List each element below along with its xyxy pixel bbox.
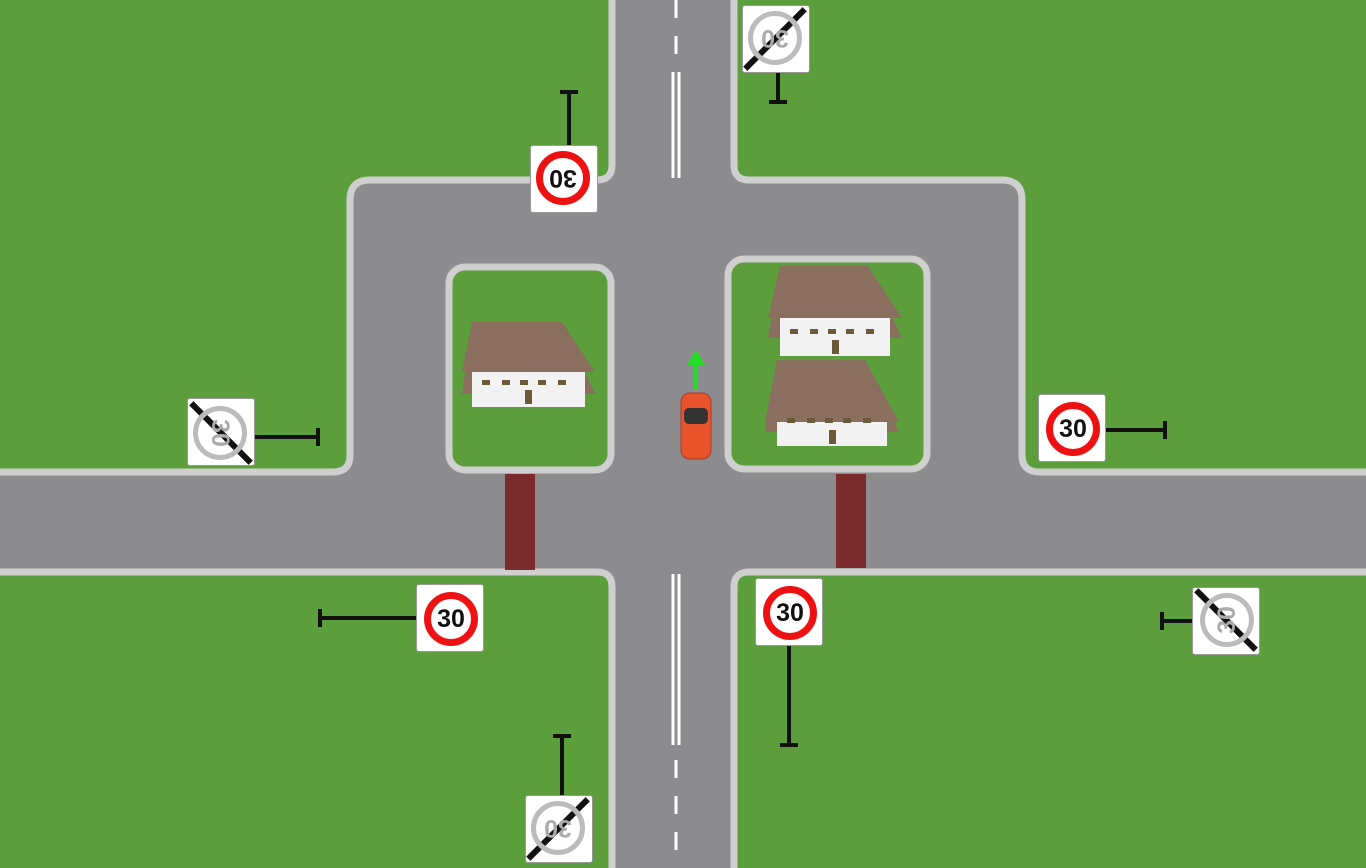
speed-limit-sign: 30 (1038, 394, 1106, 462)
house (765, 360, 899, 446)
speed-limit-value: 30 (193, 406, 247, 460)
speed-limit-value: 30 (531, 801, 585, 855)
grass-bottom-right (730, 568, 1366, 868)
speed-limit-value: 30 (424, 592, 478, 646)
bridge-right (836, 474, 866, 568)
speed-limit-value: 30 (748, 11, 802, 65)
house (768, 266, 902, 356)
end-speed-limit-sign: 30 (742, 5, 810, 73)
house (462, 322, 595, 407)
end-speed-limit-sign: 30 (187, 398, 255, 466)
end-speed-limit-sign: 30 (525, 795, 593, 863)
end-speed-limit-sign: 30 (1192, 587, 1260, 655)
direction-arrow-icon (687, 350, 705, 390)
speed-limit-value: 30 (1200, 593, 1254, 647)
speed-limit-sign: 30 (416, 584, 484, 652)
speed-limit-value: 30 (536, 151, 590, 205)
bridge-left (505, 474, 535, 570)
grass-top-left (0, 0, 616, 476)
speed-limit-sign: 30 (755, 578, 823, 646)
grass-bottom-left (0, 568, 616, 868)
car[interactable] (680, 392, 712, 460)
grass-top-right (730, 0, 1366, 476)
speed-limit-sign: 30 (530, 145, 598, 213)
speed-limit-value: 30 (763, 586, 817, 640)
speed-limit-value: 30 (1046, 402, 1100, 456)
